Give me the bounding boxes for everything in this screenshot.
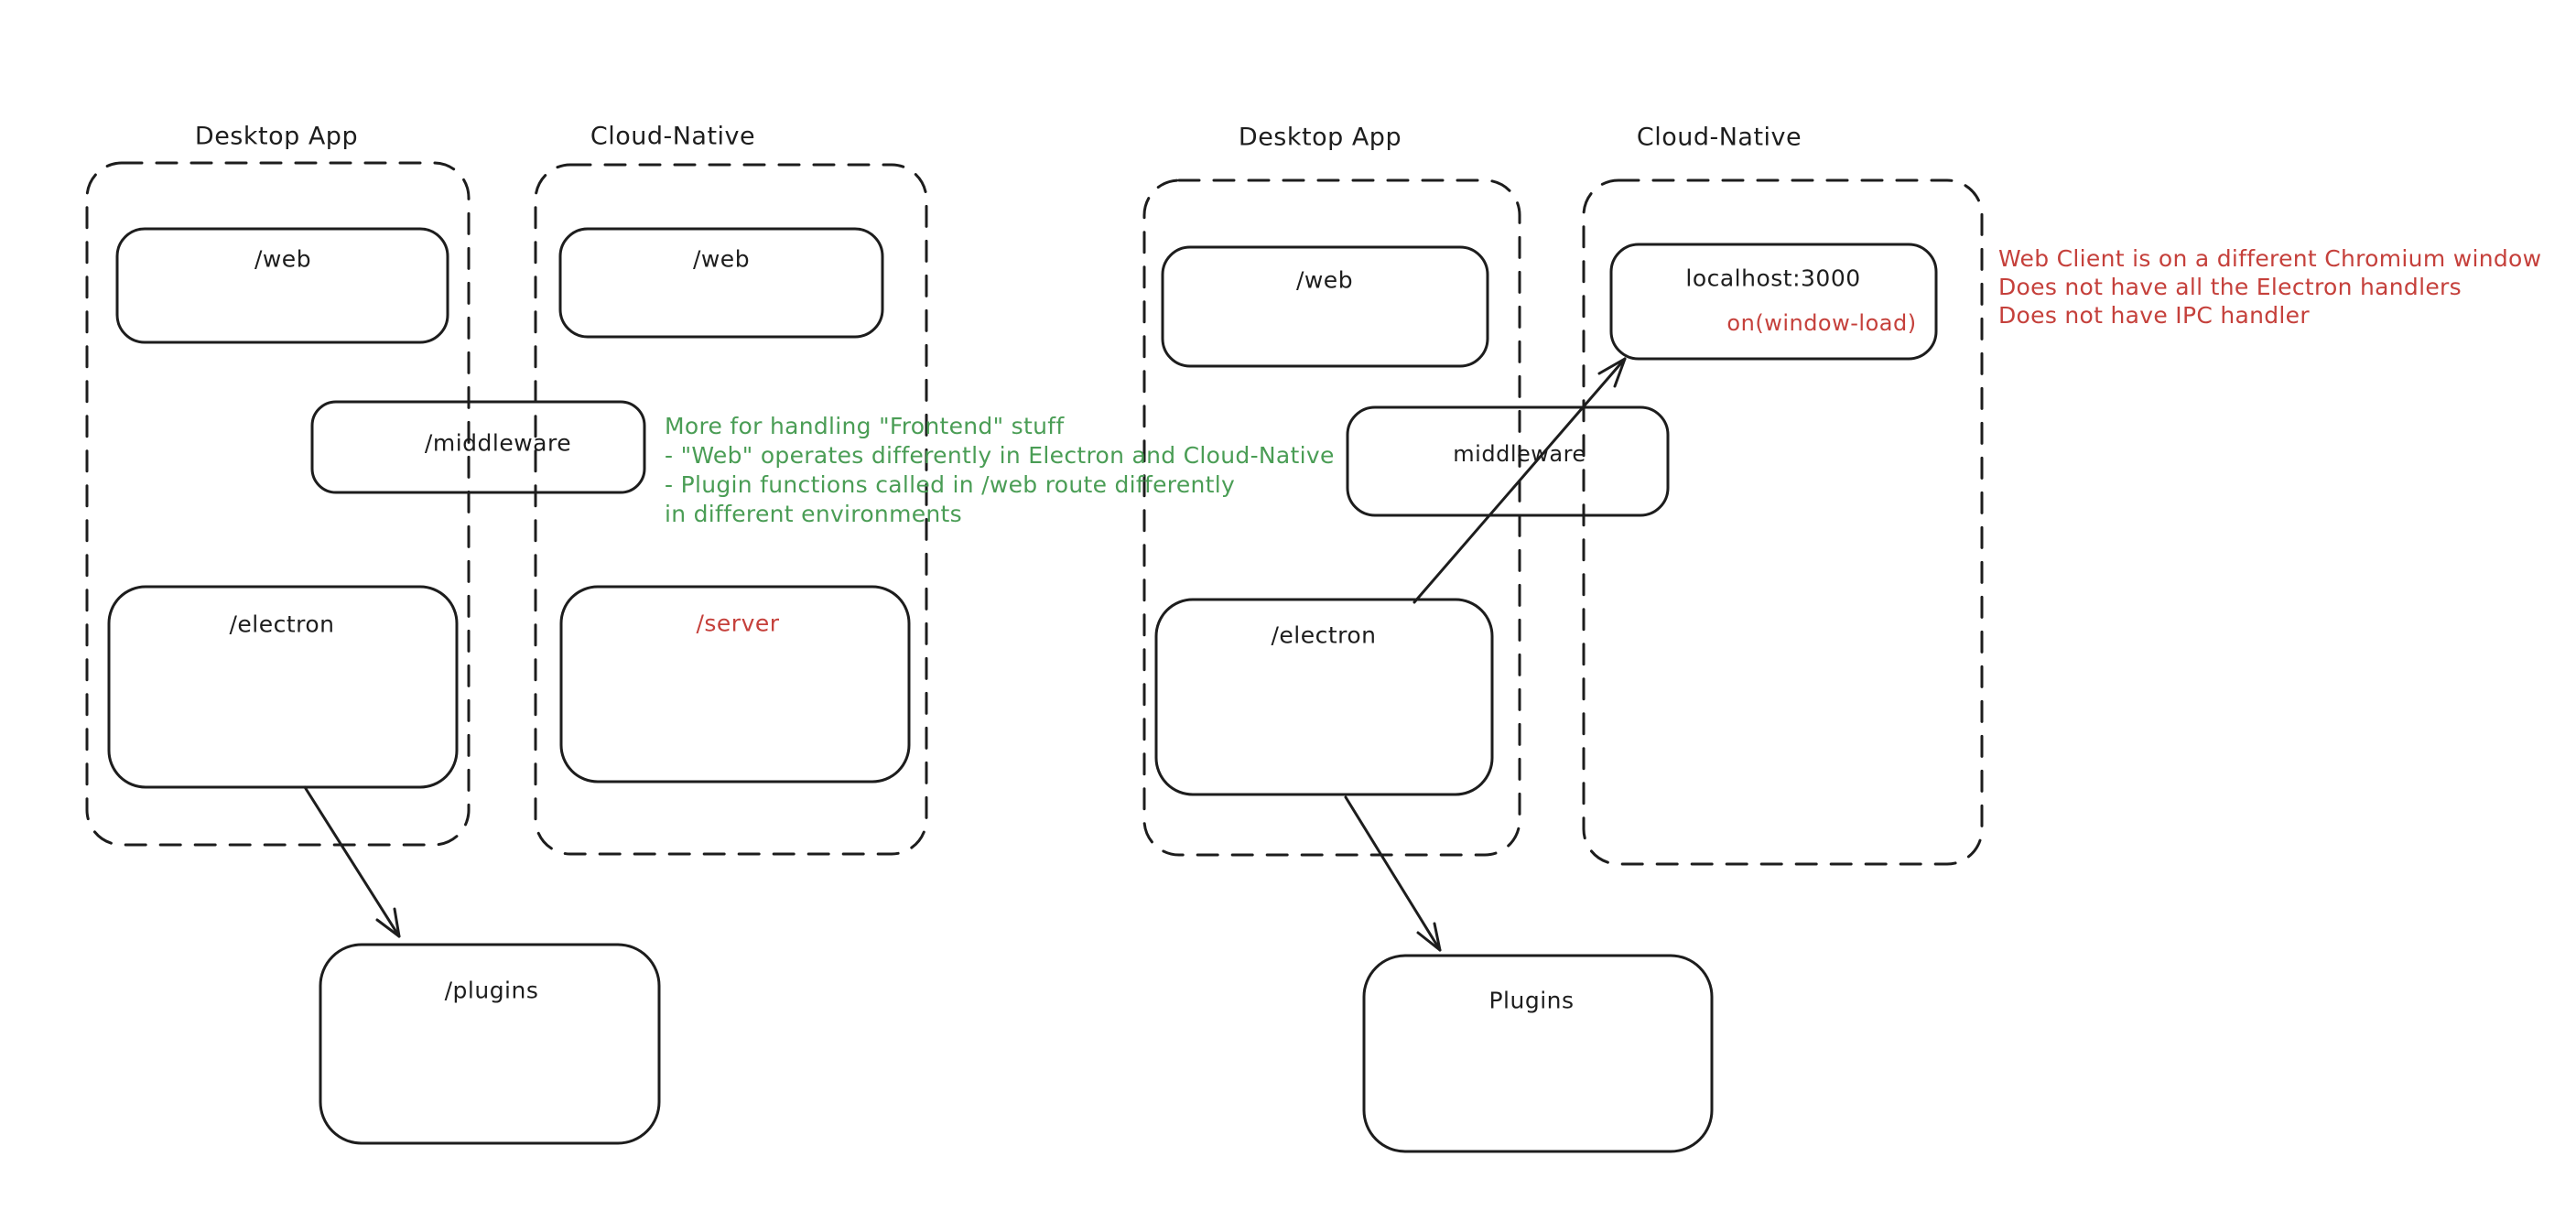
web-client-note-line-3: Does not have IPC handler	[1998, 302, 2310, 329]
web-client-note: Web Client is on a different Chromium wi…	[1998, 244, 2541, 330]
right-localhost-label: localhost:3000	[1685, 265, 1861, 292]
right-electron-to-localhost-arrow	[1412, 357, 1627, 604]
right-plugins-label: Plugins	[1488, 987, 1575, 1014]
left-cloud-native-container	[534, 163, 928, 856]
right-web-box	[1161, 245, 1489, 368]
middleware-note-line-1: More for handling "Frontend" stuff	[665, 413, 1065, 439]
left-web-desktop-label: /web	[254, 245, 312, 273]
right-middleware-label: middleware	[1453, 441, 1586, 467]
left-web-cloud-box	[558, 227, 884, 339]
right-electron-to-plugins-arrow	[1344, 795, 1442, 952]
right-window-load-label: on(window-load)	[1726, 310, 1917, 336]
left-middleware-box	[310, 400, 646, 494]
middleware-note-line-2: - "Web" operates differently in Electron…	[665, 442, 1335, 469]
middleware-note-line-3: - Plugin functions called in /web route …	[665, 471, 1236, 498]
right-cloud-native-container	[1582, 178, 1984, 866]
right-desktop-app-container	[1142, 178, 1521, 857]
right-electron-label: /electron	[1271, 621, 1377, 649]
left-cloud-native-title: Cloud-Native	[590, 122, 756, 151]
web-client-note-line-1: Web Client is on a different Chromium wi…	[1998, 245, 2542, 272]
web-client-note-line-2: Does not have all the Electron handlers	[1998, 274, 2462, 300]
right-localhost-box	[1609, 243, 1938, 361]
right-desktop-app-title: Desktop App	[1238, 123, 1402, 152]
left-web-desktop-box	[115, 227, 449, 344]
left-electron-box	[107, 585, 459, 789]
left-web-cloud-label: /web	[692, 245, 751, 273]
left-electron-label: /electron	[229, 611, 335, 638]
left-electron-to-plugins-arrow	[303, 785, 401, 938]
left-desktop-app-title: Desktop App	[194, 122, 359, 151]
right-middleware-box	[1346, 405, 1670, 517]
middleware-note: More for handling "Frontend" stuff - "We…	[665, 412, 1335, 529]
right-electron-box	[1154, 598, 1494, 796]
left-desktop-app-container	[85, 161, 471, 847]
right-plugins-box	[1362, 954, 1714, 1153]
right-web-label: /web	[1295, 266, 1354, 294]
left-server-label: /server	[696, 610, 780, 637]
middleware-note-line-4: in different environments	[665, 501, 962, 527]
left-plugins-box	[319, 943, 661, 1145]
left-server-box	[559, 585, 911, 784]
right-cloud-native-title: Cloud-Native	[1636, 123, 1802, 152]
left-middleware-label: /middleware	[424, 429, 572, 457]
left-plugins-label: /plugins	[444, 977, 539, 1004]
